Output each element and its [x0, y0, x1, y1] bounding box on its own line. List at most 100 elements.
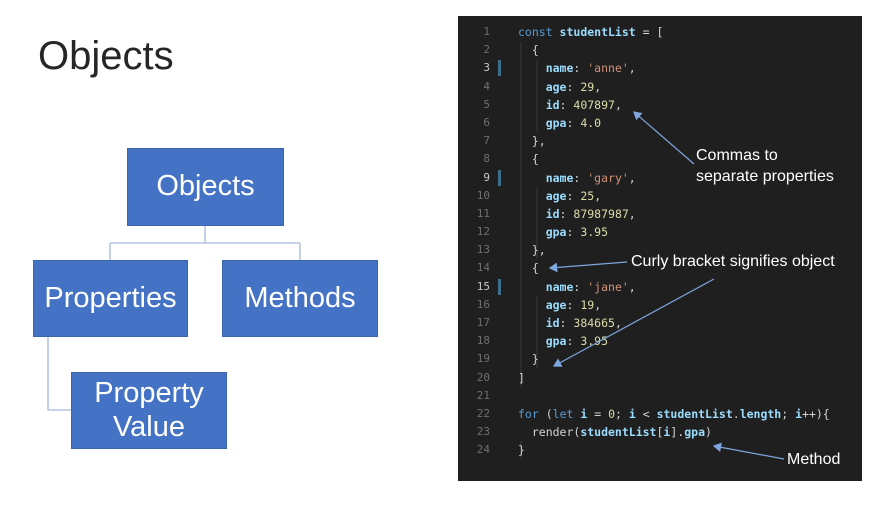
code-token: gpa — [518, 115, 567, 130]
line-number: 4 — [483, 79, 490, 93]
line-number: 16 — [476, 297, 490, 311]
code-text: id: 87987987, — [518, 205, 636, 223]
code-text: ] — [518, 369, 525, 387]
code-token: name — [518, 61, 574, 76]
code-token: , — [614, 316, 622, 330]
code-token: 29 — [580, 79, 595, 94]
line-number: 17 — [476, 316, 490, 329]
annotation-method: Method — [787, 451, 841, 468]
code-token: , — [594, 79, 602, 94]
code-token: ) — [705, 425, 712, 440]
code-token: : — [559, 97, 574, 112]
code-token: }, — [518, 243, 546, 258]
code-line: 23 render(studentList[i].gpa) — [458, 423, 862, 441]
objects-box: Objects — [127, 148, 284, 226]
code-token: : — [559, 206, 574, 221]
code-line: 21 — [458, 387, 862, 405]
code-text: for (let i = 0; i < studentList.length; … — [518, 405, 830, 423]
code-line: 12 gpa: 3.95 — [458, 223, 862, 241]
code-line: 17 id: 384665, — [458, 314, 862, 332]
line-number: 2 — [483, 43, 490, 57]
line-number: 12 — [476, 225, 490, 239]
code-text: }, — [518, 132, 546, 150]
code-token: = — [587, 406, 609, 421]
code-token: age — [518, 188, 567, 203]
code-token: : — [566, 225, 581, 240]
code-text: name: 'jane', — [518, 278, 636, 296]
arrow-curly-close — [552, 278, 715, 367]
code-line: 7 }, — [458, 132, 862, 150]
code-line: 20] — [458, 369, 862, 387]
properties-box: Properties — [33, 260, 188, 337]
code-token: 3.95 — [580, 334, 609, 349]
code-token: name — [518, 170, 574, 185]
code-text: gpa: 3.95 — [518, 332, 608, 350]
code-text: age: 19, — [518, 296, 601, 314]
line-number: 11 — [476, 206, 490, 220]
code-token: : — [566, 334, 581, 349]
code-line: 8 { — [458, 150, 862, 168]
code-text: }, — [518, 241, 546, 259]
arrow-curly — [548, 261, 628, 273]
line-number: 13 — [476, 243, 490, 257]
code-token: , — [628, 279, 636, 294]
code-token: : — [566, 188, 581, 203]
code-line: 24} — [458, 441, 862, 459]
code-token: }, — [518, 134, 546, 149]
code-token: { — [518, 261, 539, 276]
annotation-commas: Commas to separate properties — [696, 147, 834, 185]
line-number: 21 — [476, 388, 490, 402]
change-marker — [498, 278, 501, 295]
code-line: 13 }, — [458, 241, 862, 259]
code-token: 87987987 — [573, 206, 629, 221]
code-token: for — [518, 406, 546, 421]
code-token: : — [573, 170, 588, 185]
code-line: 3 name: 'anne', — [458, 59, 862, 77]
code-token: , — [628, 61, 636, 76]
code-token: length — [739, 406, 782, 421]
code-token: , — [594, 188, 602, 203]
annotation-curly-bracket: Curly bracket signifies object — [631, 253, 835, 270]
code-token: : — [566, 115, 581, 130]
code-token: { — [518, 43, 539, 58]
code-token: gpa — [684, 425, 705, 440]
line-number: 9 — [483, 170, 490, 184]
code-token: i — [580, 406, 588, 421]
code-token: let — [552, 406, 581, 421]
code-token: : — [573, 279, 588, 294]
line-number: 19 — [476, 352, 490, 366]
code-token: ] — [518, 370, 525, 385]
line-number: 5 — [483, 97, 490, 111]
code-line: 19 } — [458, 350, 862, 368]
code-token: age — [518, 297, 567, 312]
line-number: 14 — [476, 261, 490, 275]
code-line: 16 age: 19, — [458, 296, 862, 314]
code-token: = [ — [635, 25, 664, 39]
code-text: { — [518, 259, 539, 277]
code-text: name: 'anne', — [518, 59, 636, 77]
code-token: 'jane' — [587, 279, 629, 294]
code-text: } — [518, 350, 539, 368]
change-marker — [498, 60, 501, 77]
code-line: 10 age: 25, — [458, 187, 862, 205]
code-token: 0 — [608, 406, 615, 421]
code-token: ( — [545, 406, 553, 421]
code-token: studentList — [559, 25, 636, 39]
code-token: id — [518, 316, 560, 330]
code-token: ; — [615, 406, 629, 421]
arrow-method — [712, 442, 785, 460]
code-token: id — [518, 97, 560, 112]
code-line: 4 age: 29, — [458, 78, 862, 96]
code-token: . — [732, 406, 740, 421]
code-token: : — [566, 297, 581, 312]
code-token: [ — [656, 425, 664, 440]
code-token: studentList — [580, 425, 657, 440]
code-token: i — [663, 425, 671, 440]
line-number: 10 — [476, 188, 490, 202]
code-token: gpa — [518, 225, 567, 240]
code-line: 18 gpa: 3.95 — [458, 332, 862, 350]
code-token: < — [635, 406, 657, 421]
